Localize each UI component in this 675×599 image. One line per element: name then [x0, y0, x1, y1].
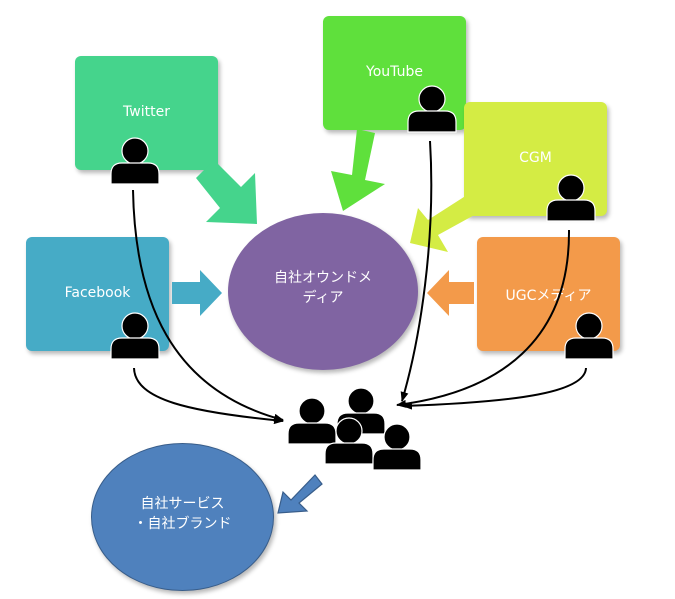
brand-ellipse: 自社サービス ・自社ブランド: [91, 443, 274, 591]
facebook-label: Facebook: [64, 285, 131, 301]
owned-media-ellipse: 自社オウンドメ ディア: [228, 213, 418, 370]
cgm-connector: [396, 229, 571, 408]
youtube-arrow: [331, 129, 385, 211]
person-icon: [110, 137, 160, 185]
person-icon: [110, 312, 160, 360]
ugc-media-label: UGCメディア: [505, 288, 592, 304]
person-icon: [564, 312, 614, 360]
cgm-arrow: [410, 195, 478, 252]
brand-label: 自社サービス ・自社ブランド: [133, 496, 232, 532]
facebook-arrow: [172, 270, 222, 316]
ugc-arrow: [427, 270, 474, 316]
brand-arrow: [277, 474, 323, 514]
ugc-connector: [402, 367, 587, 410]
twitter-label: Twitter: [123, 104, 170, 120]
cgm-label: CGM: [519, 150, 552, 166]
youtube-connector: [400, 140, 433, 402]
cgm-box: CGM: [464, 102, 607, 216]
person-icon: [407, 85, 457, 133]
person-icon: [546, 174, 596, 222]
twitter-connector: [132, 189, 284, 422]
group-people-icon: [287, 387, 422, 471]
owned-media-label: 自社オウンドメ ディア: [274, 270, 372, 306]
youtube-label: YouTube: [366, 64, 423, 80]
facebook-connector: [133, 367, 284, 425]
twitter-arrow: [196, 160, 257, 224]
